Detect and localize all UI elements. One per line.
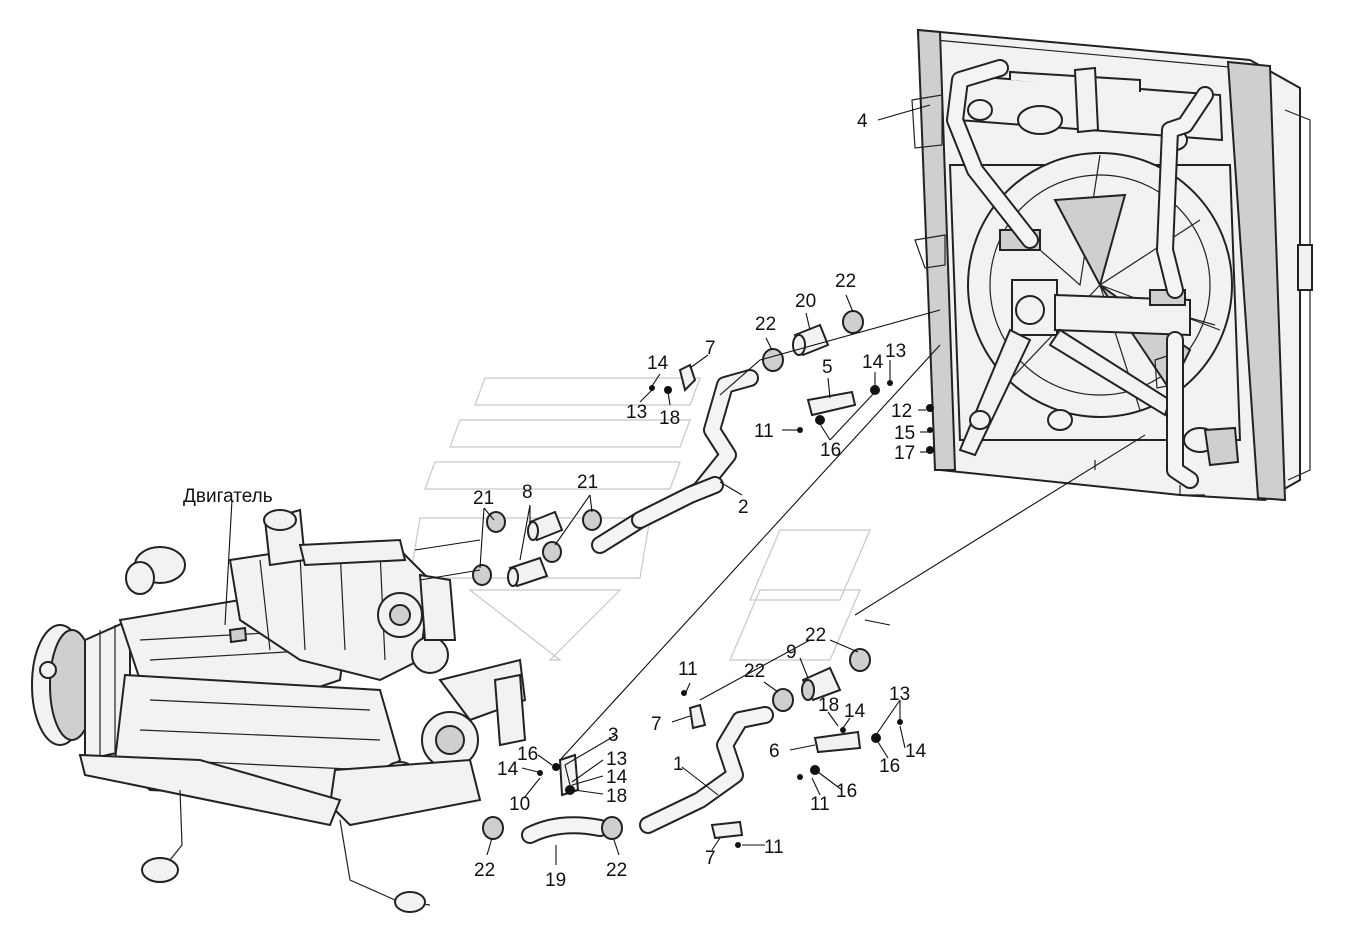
part-20-hose: [792, 323, 830, 357]
callout-22: 22: [805, 625, 826, 646]
callout-22: 22: [835, 271, 856, 292]
callout-21: 21: [473, 488, 494, 509]
callout-19: 19: [545, 870, 566, 891]
callout-20: 20: [795, 291, 816, 312]
callout-4: 4: [857, 111, 868, 132]
callout-18: 18: [818, 695, 839, 716]
callout-7: 7: [651, 714, 662, 735]
callout-9: 9: [786, 642, 797, 663]
callout-7: 7: [705, 848, 716, 869]
leader-lines: [224, 104, 1146, 865]
callout-6: 6: [769, 741, 780, 762]
fasteners: [537, 380, 934, 848]
callout-2: 2: [738, 497, 749, 518]
part-1-pipe: [639, 706, 774, 834]
callout-13: 13: [606, 749, 627, 770]
callout-18: 18: [606, 786, 627, 807]
callout-11: 11: [764, 837, 784, 858]
callout-5: 5: [822, 357, 833, 378]
engine-label: Двигатель: [183, 486, 273, 507]
callout-18: 18: [659, 408, 680, 429]
callouts: 4 22 20 22 7 14 13 18 5 14 13 12 11 16 1…: [473, 111, 927, 891]
callout-21: 21: [577, 472, 598, 493]
callout-14: 14: [647, 353, 669, 374]
callout-11: 11: [754, 421, 774, 442]
callout-16: 16: [836, 781, 857, 802]
callout-3: 3: [608, 725, 619, 746]
callout-14: 14: [606, 767, 628, 788]
callout-17: 17: [894, 443, 915, 464]
callout-12: 12: [891, 401, 912, 422]
callout-14: 14: [844, 701, 866, 722]
part-2-pipe: [591, 369, 759, 554]
radiator-assembly: [911, 28, 1313, 502]
callout-1: 1: [673, 754, 684, 775]
engine-block: [31, 508, 527, 913]
callout-7: 7: [705, 338, 716, 359]
callout-13: 13: [889, 684, 910, 705]
callout-14: 14: [497, 759, 519, 780]
callout-16: 16: [820, 440, 841, 461]
callout-11: 11: [678, 659, 698, 680]
callout-16: 16: [879, 756, 900, 777]
clamps: [472, 310, 871, 840]
part-9-hose: [801, 666, 842, 702]
part-4-upper-pipe: [946, 59, 1214, 489]
callout-22: 22: [755, 314, 776, 335]
part-19-hose: [521, 816, 609, 844]
callout-13: 13: [626, 402, 647, 423]
callout-14: 14: [862, 352, 884, 373]
callout-22: 22: [474, 860, 495, 881]
callout-13: 13: [885, 341, 906, 362]
part-8-hoses: [507, 510, 564, 588]
callout-22: 22: [606, 860, 627, 881]
callout-8: 8: [522, 482, 533, 503]
callout-22: 22: [744, 661, 765, 682]
callout-14: 14: [905, 741, 927, 762]
callout-15: 15: [894, 423, 915, 444]
callout-11: 11: [810, 794, 830, 815]
callout-10: 10: [509, 794, 530, 815]
callout-16: 16: [517, 744, 538, 765]
